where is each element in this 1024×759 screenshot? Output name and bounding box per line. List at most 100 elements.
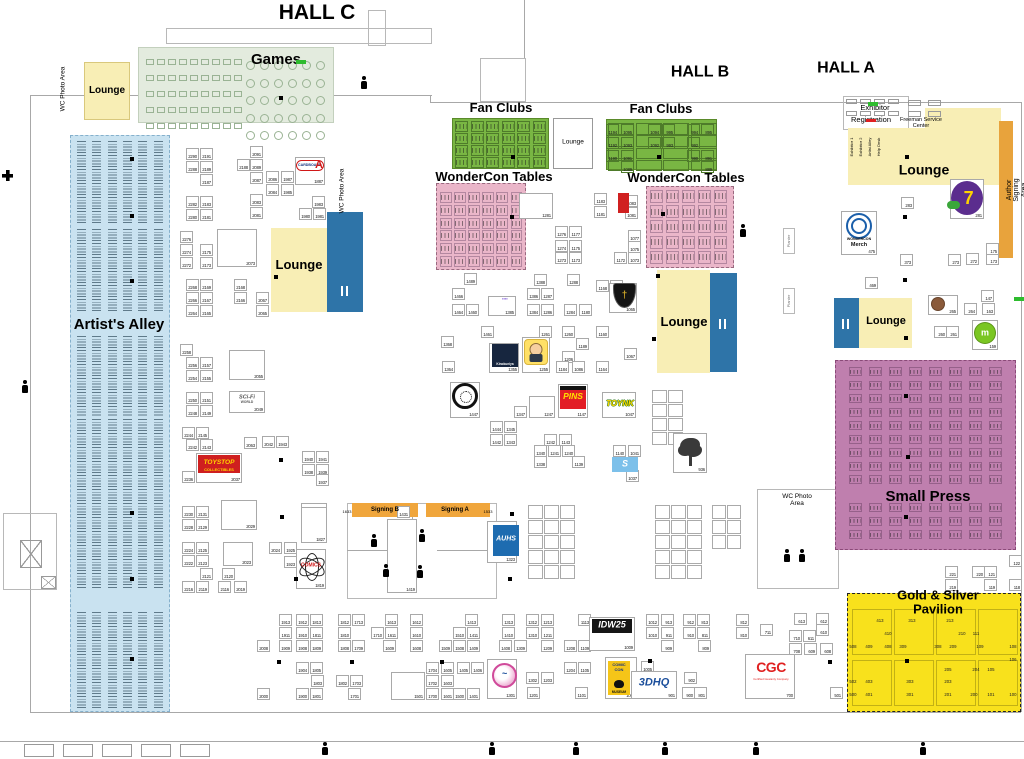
booth-number: 1912 — [298, 620, 307, 625]
table-cell — [909, 448, 922, 457]
booth-number: 2181 — [202, 215, 211, 220]
wall — [524, 0, 525, 58]
table-cell — [168, 91, 176, 97]
table-cell — [687, 565, 702, 579]
booth-1819: 1819 — [296, 549, 326, 589]
booth-number: 901 — [668, 693, 675, 698]
booth-number: 1172 — [616, 258, 626, 263]
round-table — [316, 78, 325, 88]
table-cell — [846, 111, 857, 116]
booth-708: 708 — [789, 643, 802, 655]
table-cell — [989, 434, 1002, 444]
lounge-right — [859, 298, 912, 348]
booth-number: 910 — [687, 633, 694, 638]
table-cell — [908, 111, 921, 117]
booth-number: 813 — [701, 620, 708, 625]
table-cell — [212, 91, 220, 97]
booth-1900: 1900 — [296, 688, 309, 700]
booth-number: 1094 — [650, 130, 659, 135]
booth-number: 1147 — [577, 412, 587, 417]
booth-313: 313 — [908, 618, 916, 623]
table-cell — [455, 145, 468, 156]
booth-number: 1925 — [286, 548, 295, 553]
museum-eye — [614, 680, 624, 688]
booth-1610: 1610 — [410, 627, 423, 639]
table-cell — [687, 550, 702, 564]
round-table — [274, 61, 283, 70]
booth-number: 1461 — [483, 332, 492, 337]
booth-1813: 1813 — [310, 614, 323, 626]
booth-2149: 2149 — [200, 405, 213, 417]
booth-number: 2167 — [202, 298, 211, 303]
booth-500: 500 — [849, 692, 857, 697]
booth-1710: 1710 — [371, 627, 384, 639]
booth-number: 2258 — [182, 350, 191, 355]
table-cell — [501, 133, 515, 144]
table-cell — [889, 461, 902, 471]
round-table — [316, 61, 325, 70]
booth-1274: 1274 — [555, 240, 568, 252]
table-cell — [690, 159, 717, 172]
booth-1713: 1713 — [352, 614, 365, 626]
table-cell — [666, 190, 679, 203]
table-cell — [470, 133, 484, 144]
table-cell — [682, 250, 695, 264]
table-cell — [454, 192, 466, 203]
table-cell — [849, 461, 862, 471]
booth-number: 1355 — [508, 367, 517, 372]
table-cell — [852, 660, 892, 706]
table-cell — [157, 123, 165, 129]
wall — [30, 95, 31, 712]
service-mark-icon — [661, 212, 665, 216]
round-table — [274, 131, 283, 140]
service-mark-icon — [350, 660, 354, 664]
table-cell — [510, 230, 522, 242]
table-strip — [122, 336, 132, 416]
table-cell — [528, 505, 543, 519]
wall — [1021, 102, 1022, 712]
booth-number: 1301 — [506, 693, 515, 698]
booth-1386: 1386 — [527, 288, 540, 300]
booth-number: 2149 — [202, 411, 211, 416]
table-cell — [929, 367, 942, 376]
label-wc-photo-area: WC Photo Area — [338, 168, 346, 214]
table-cell — [849, 516, 862, 526]
label-wc-photo-area: WC Photo Area — [782, 493, 812, 507]
table-cell — [949, 516, 962, 526]
table-cell — [849, 421, 862, 430]
table-strip — [107, 229, 117, 311]
booth-number: 1211 — [543, 633, 553, 638]
label-hall-a: HALL A — [817, 59, 875, 77]
booth-number: 175 — [990, 249, 997, 254]
table-cell — [936, 609, 976, 655]
round-table — [302, 78, 311, 88]
table-cell — [889, 530, 902, 539]
booth-1923: 1923 — [284, 556, 297, 568]
table-strip — [77, 419, 86, 501]
booth-number: 1603 — [443, 681, 452, 686]
table-cell — [888, 99, 899, 104]
table-cell — [652, 432, 667, 445]
booth-number: 281 — [975, 213, 982, 218]
booth-2119: 2119 — [196, 581, 209, 593]
table-cell — [510, 256, 522, 267]
booth-303: 303 — [906, 679, 914, 684]
service-mark-icon — [280, 515, 284, 519]
booth-2116: 2116 — [218, 581, 231, 593]
table-cell — [909, 475, 922, 484]
booth-number: 1413 — [467, 620, 476, 625]
table-cell — [969, 421, 982, 430]
table-strip — [107, 612, 117, 709]
table-cell — [528, 535, 543, 549]
booth-number: 2024 — [271, 548, 280, 553]
booth-1213: 1213 — [541, 614, 554, 626]
booth-number: 1510 — [455, 633, 464, 638]
booth-number: 1937 — [318, 480, 327, 485]
booth-1612: 1612 — [410, 614, 423, 626]
table-cell — [849, 503, 862, 512]
round-badge-logo: ~ — [492, 663, 517, 688]
service-mark-icon — [130, 577, 134, 581]
person-icon — [383, 564, 389, 577]
table-strip — [92, 503, 102, 589]
booth-812: 812 — [736, 614, 749, 626]
